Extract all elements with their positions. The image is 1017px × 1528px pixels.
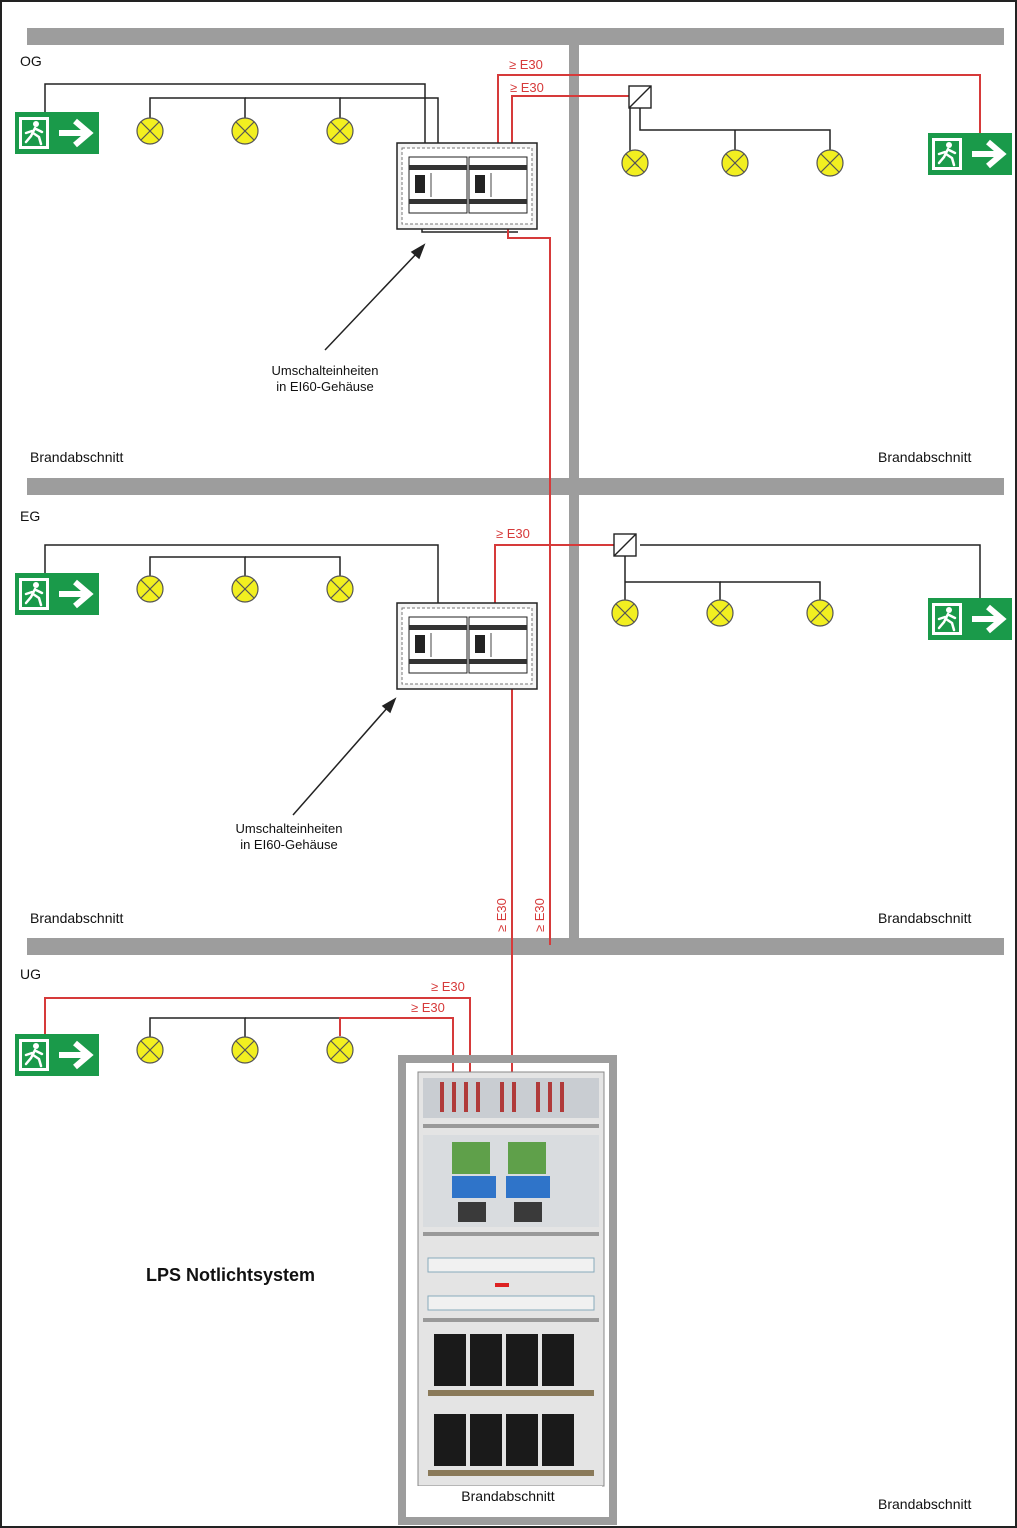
lamp-icon <box>721 149 749 177</box>
ug-wiring-red <box>44 997 471 1080</box>
exit-sign-icon <box>928 598 1012 640</box>
cable-label: ≥ E30 <box>411 1000 445 1015</box>
fire-section-label: Brandabschnitt <box>30 449 124 465</box>
switch-unit-icon <box>396 602 538 690</box>
lamp-icon <box>621 149 649 177</box>
exit-sign-icon <box>15 112 99 154</box>
lamp-icon <box>326 117 354 145</box>
system-title: LPS Notlichtsystem <box>146 1265 316 1285</box>
lamp-icon <box>816 149 844 177</box>
lamp-icon <box>231 117 259 145</box>
lamp-icon <box>706 599 734 627</box>
fire-section-label: Brandabschnitt <box>30 910 124 926</box>
lamp-icon <box>136 117 164 145</box>
fire-section-label: Brandabschnitt <box>878 1496 972 1512</box>
cable-label: ≥ E30 <box>510 80 544 95</box>
lamp-icon <box>611 599 639 627</box>
exit-sign-icon <box>15 573 99 615</box>
building-walls <box>27 28 1004 955</box>
lamp-icon <box>231 575 259 603</box>
converter-icon <box>628 85 652 109</box>
lamp-icon <box>806 599 834 627</box>
eg-wiring-black <box>44 544 981 677</box>
battery-cabinet-icon <box>398 1055 617 1525</box>
lamp-icon <box>231 1036 259 1064</box>
og-callout-arrow <box>324 243 426 351</box>
fire-section-label: Brandabschnitt <box>878 910 972 926</box>
cabinet-fire-section-label: Brandabschnitt <box>414 1486 602 1512</box>
cable-label: ≥ E30 <box>494 898 509 932</box>
floor-label-og: OG <box>20 53 42 69</box>
floor-label-eg: EG <box>20 508 41 524</box>
cable-label: ≥ E30 <box>532 898 547 932</box>
callout-line: Umschalteinheiten <box>271 363 379 378</box>
exit-sign-icon <box>928 133 1012 175</box>
callout-line: Umschalteinheiten <box>235 821 343 836</box>
lamp-icon <box>136 575 164 603</box>
callout-line: in EI60-Gehäuse <box>276 379 374 394</box>
switch-unit-icon <box>396 142 538 230</box>
converter-icon <box>613 533 637 557</box>
callout-switch-units-eg: Umschalteinheiten in EI60-Gehäuse <box>214 821 364 853</box>
callout-switch-units-og: Umschalteinheiten in EI60-Gehäuse <box>250 363 400 395</box>
callout-line: in EI60-Gehäuse <box>240 837 338 852</box>
cable-label: ≥ E30 <box>496 526 530 541</box>
fire-section-label: Brandabschnitt <box>878 449 972 465</box>
lamp-icon <box>136 1036 164 1064</box>
cable-label: ≥ E30 <box>431 979 465 994</box>
lamp-icon <box>326 1036 354 1064</box>
cable-label: ≥ E30 <box>509 57 543 72</box>
eg-wiring-red <box>494 544 614 1080</box>
exit-sign-icon <box>15 1034 99 1076</box>
lamp-icon <box>326 575 354 603</box>
eg-callout-arrow <box>292 697 397 816</box>
floor-label-ug: UG <box>20 966 41 982</box>
